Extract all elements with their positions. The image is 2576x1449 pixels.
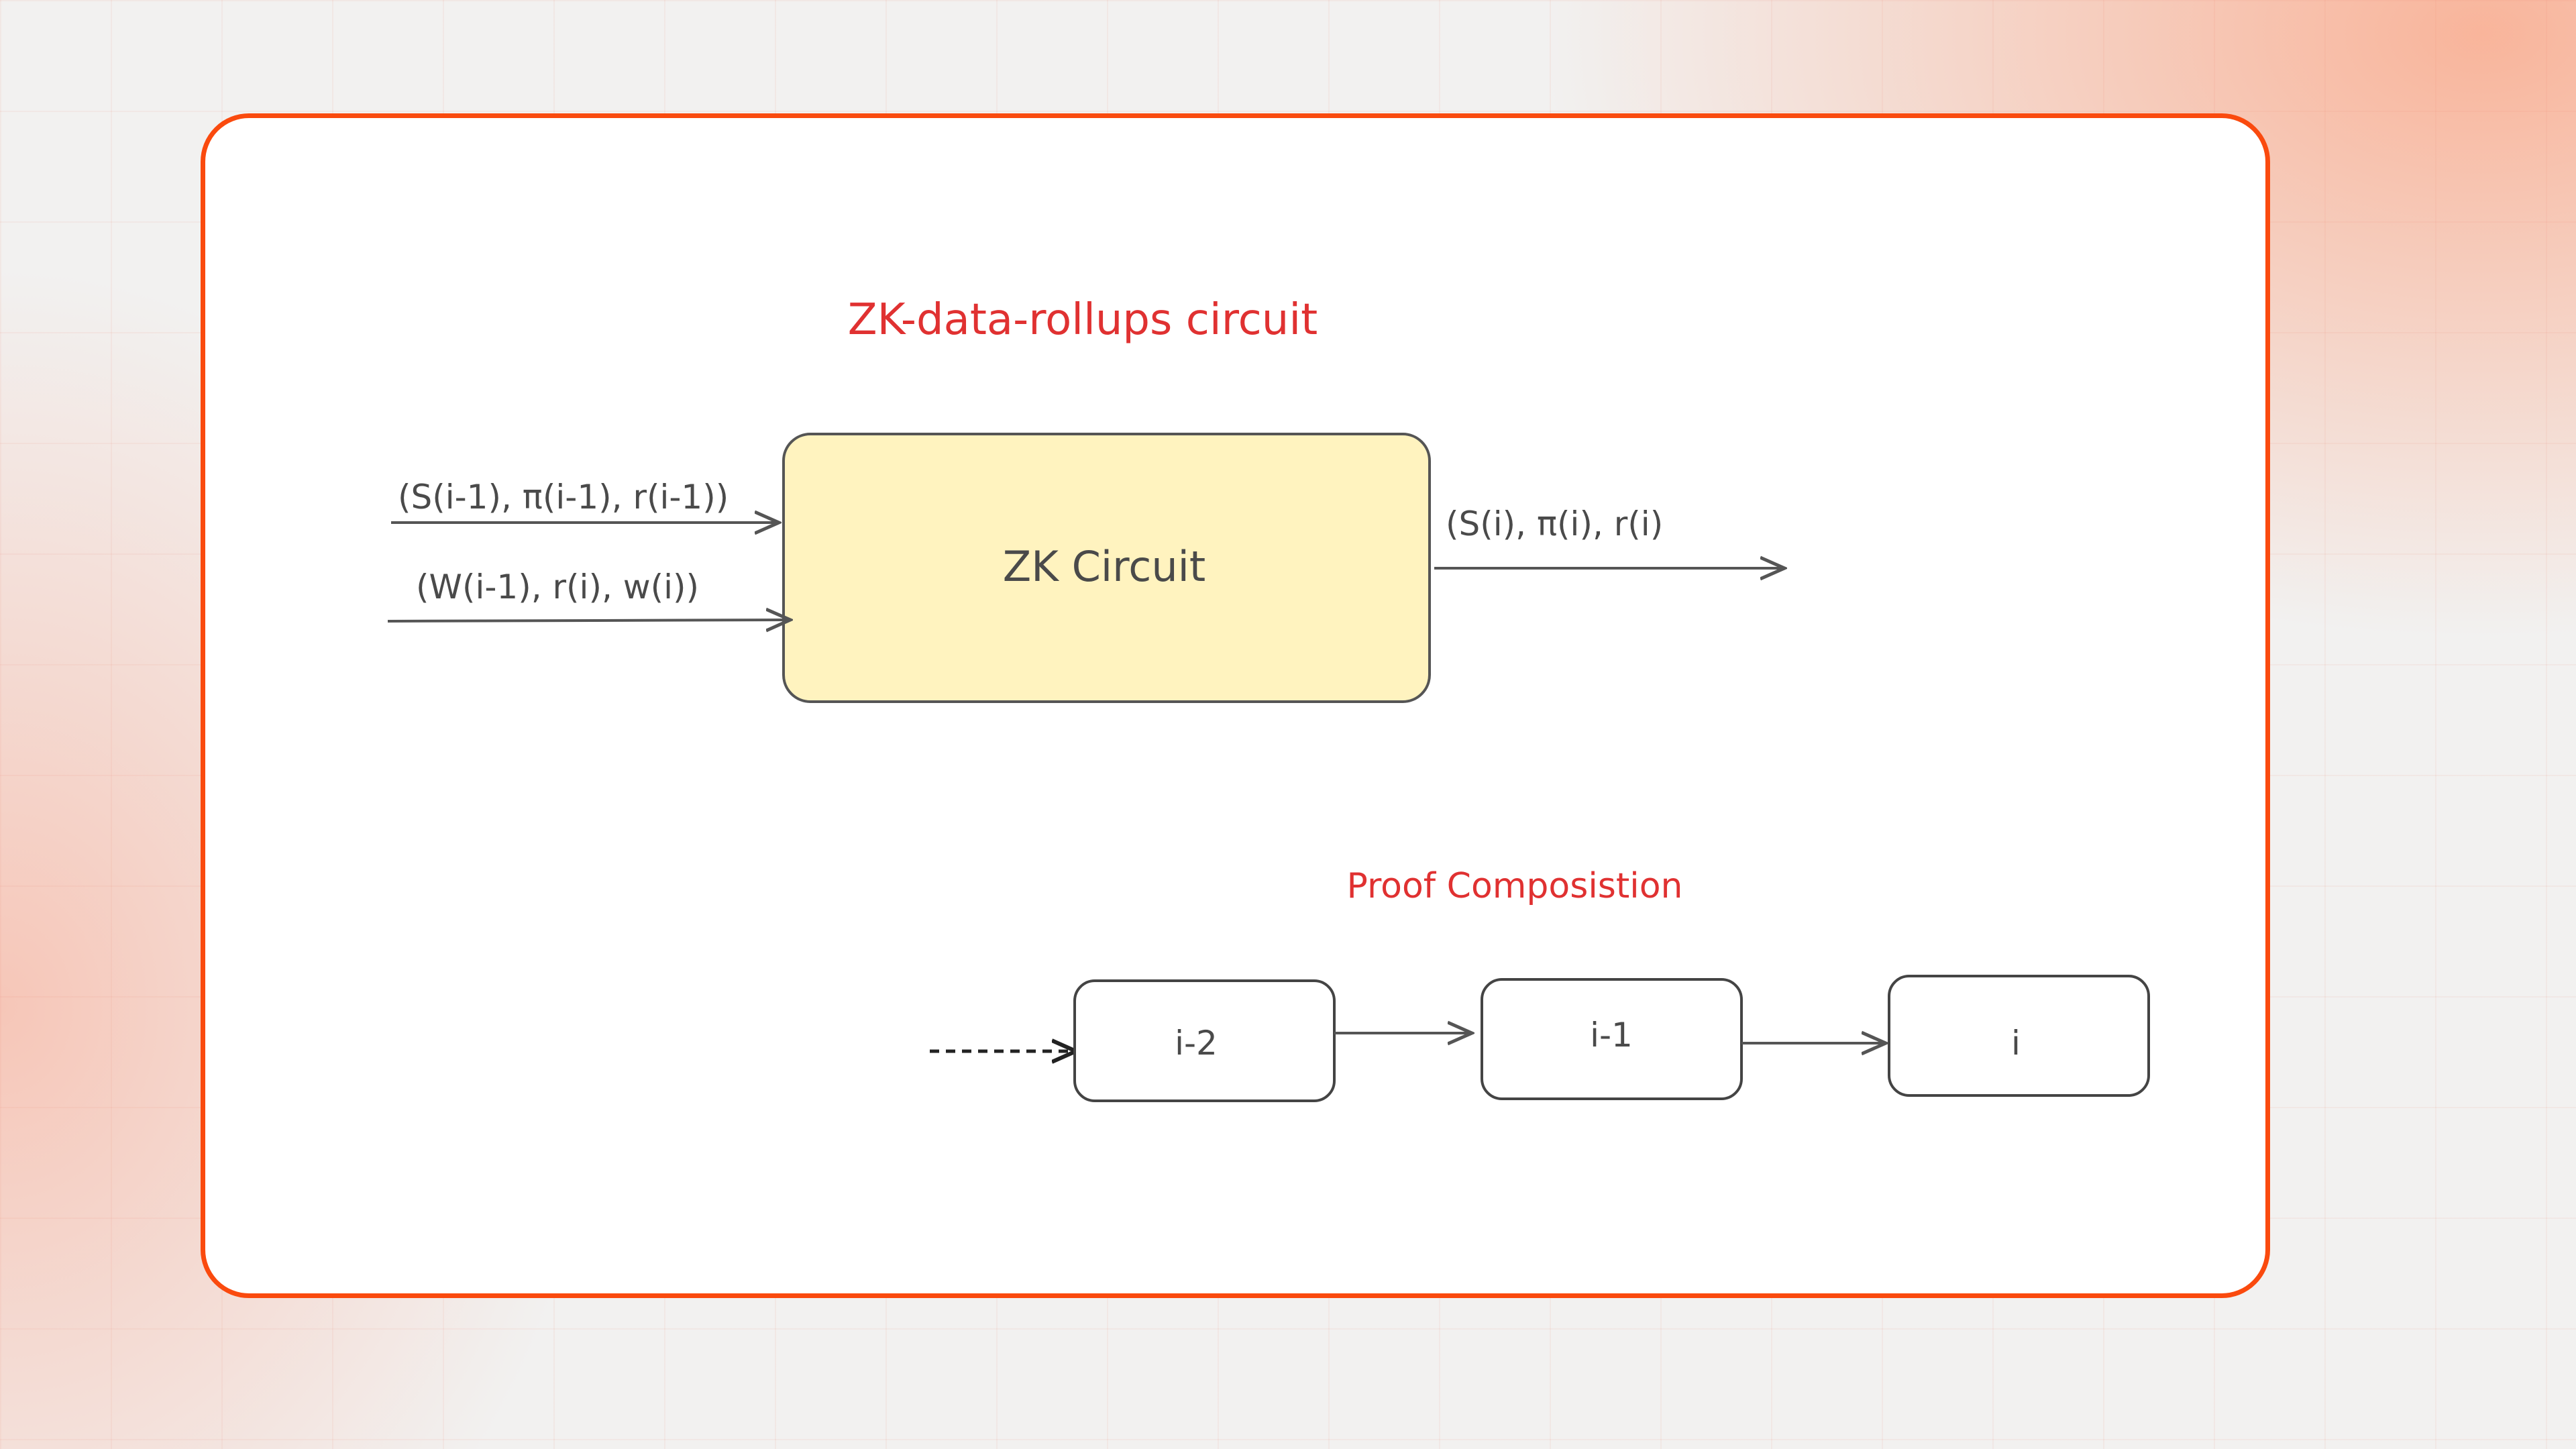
- proof-box-i: [1888, 975, 2150, 1097]
- input-label-1: (S(i-1), π(i-1), r(i-1)): [398, 478, 729, 517]
- zk-circuit-box: [782, 433, 1431, 703]
- proof-label-i: i: [2011, 1024, 2021, 1063]
- input-arrow-2: [387, 620, 790, 621]
- proof-label-i-1: i-1: [1590, 1016, 1633, 1055]
- input-label-2: (W(i-1), r(i), w(i)): [416, 568, 699, 606]
- proof-label-i-2: i-2: [1175, 1024, 1218, 1063]
- output-label: (S(i), π(i), r(i): [1446, 504, 1663, 543]
- diagram-title: ZK-data-rollups circuit: [848, 295, 1318, 345]
- zk-circuit-label: ZK Circuit: [1003, 542, 1205, 591]
- proof-box-i-2: [1073, 979, 1336, 1102]
- proof-box-i-1: [1481, 978, 1743, 1100]
- composition-title: Proof Composistion: [1347, 866, 1683, 906]
